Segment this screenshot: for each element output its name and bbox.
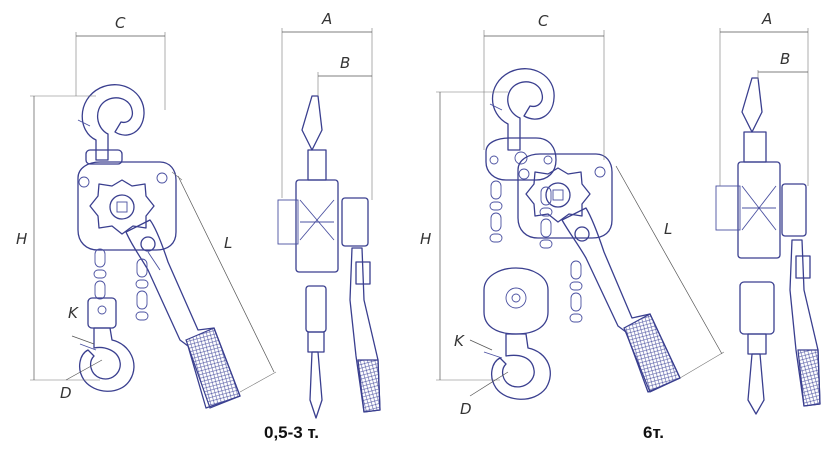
dim-label-left-c: C (115, 14, 126, 32)
star-knob-left (89, 179, 155, 235)
dim-label-right-b: B (780, 50, 790, 68)
dim-label-right-c: C (538, 12, 549, 30)
lever-grip-right (623, 313, 681, 393)
hoist-body-right (517, 153, 613, 239)
dim-label-right-l: L (664, 220, 672, 238)
right-front-view (483, 68, 681, 400)
dim-label-right-k: K (454, 332, 465, 350)
bottom-hook-left (78, 327, 135, 392)
dim-label-right-h: H (420, 230, 431, 248)
right-side-view (715, 77, 821, 415)
dimension-letters: C H K D L A B C H K D L A B (16, 10, 790, 418)
caption-right: 6т. (643, 423, 665, 442)
dim-label-left-d: D (60, 384, 72, 402)
bottom-hook-right (490, 333, 551, 400)
load-chain-left (93, 248, 149, 321)
left-side-view (277, 95, 381, 419)
hoist-body-left (77, 161, 177, 251)
dim-label-left-k: K (68, 304, 79, 322)
dim-label-left-a: A (321, 10, 332, 28)
star-knob-right (525, 167, 591, 223)
lever-grip-left (185, 327, 241, 409)
dim-label-left-l: L (224, 234, 232, 252)
dim-label-right-a: A (761, 10, 772, 28)
left-front-view (77, 84, 241, 409)
lower-block-right (483, 267, 549, 335)
top-hook-left (81, 84, 145, 161)
dim-label-left-h: H (16, 230, 27, 248)
top-hook-right (492, 68, 555, 151)
dimension-lines (30, 28, 809, 397)
caption-left: 0,5-3 т. (264, 423, 320, 442)
dim-label-right-d: D (460, 400, 472, 418)
dim-label-left-b: B (340, 54, 350, 72)
